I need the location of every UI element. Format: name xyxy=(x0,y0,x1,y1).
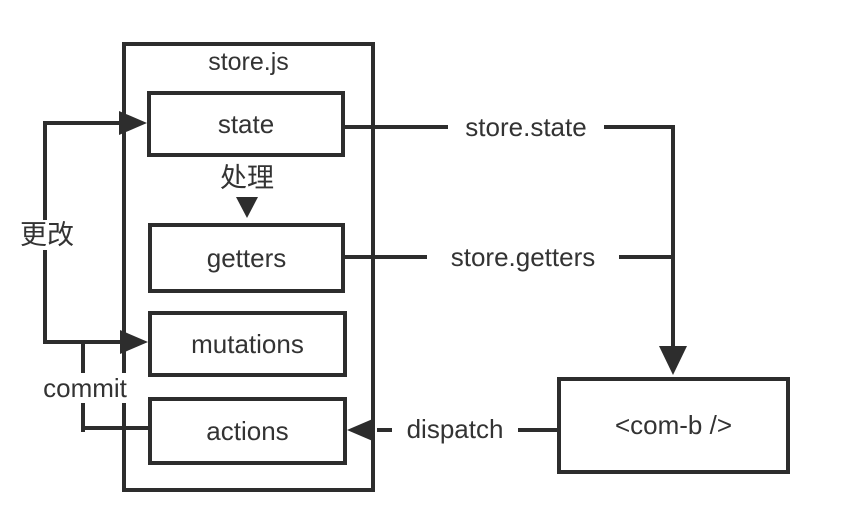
actions-node-label: actions xyxy=(206,415,289,446)
store-state-edge-label: store.state xyxy=(448,112,604,142)
getters-to-label-line xyxy=(345,255,435,259)
dispatch-to-actions-line xyxy=(377,428,397,432)
getters-label-to-vertical-line xyxy=(615,255,675,259)
process-edge-label: 处理 xyxy=(220,163,274,193)
commit-to-actions-line xyxy=(81,426,151,430)
change-edge-label: 更改 xyxy=(10,220,84,250)
state-node-label: state xyxy=(217,108,275,139)
arrow-into-actions-icon xyxy=(347,418,375,442)
right-vertical-line xyxy=(671,125,675,348)
arrow-into-component-icon xyxy=(659,346,687,375)
mutations-node-box: mutations xyxy=(148,311,347,377)
component-node-label: <com-b /> xyxy=(614,410,733,440)
state-node-box: state xyxy=(147,91,345,157)
change-to-state-line xyxy=(43,121,121,125)
state-to-label-line xyxy=(345,125,453,129)
store-getters-edge-label: store.getters xyxy=(427,242,619,272)
component-to-dispatch-line xyxy=(514,428,559,432)
store-js-title: store.js xyxy=(208,48,289,76)
getters-node-box: getters xyxy=(148,223,345,293)
dispatch-edge-label: dispatch xyxy=(392,414,518,444)
actions-node-box: actions xyxy=(148,397,347,465)
process-arrow-icon xyxy=(236,197,258,218)
component-node-box: <com-b /> xyxy=(557,377,790,474)
label-to-corner-line xyxy=(600,125,675,129)
mutations-node-label: mutations xyxy=(191,328,304,359)
commit-edge-label: commit xyxy=(28,373,142,403)
store-js-container-box xyxy=(122,42,375,492)
getters-node-label: getters xyxy=(206,242,287,273)
